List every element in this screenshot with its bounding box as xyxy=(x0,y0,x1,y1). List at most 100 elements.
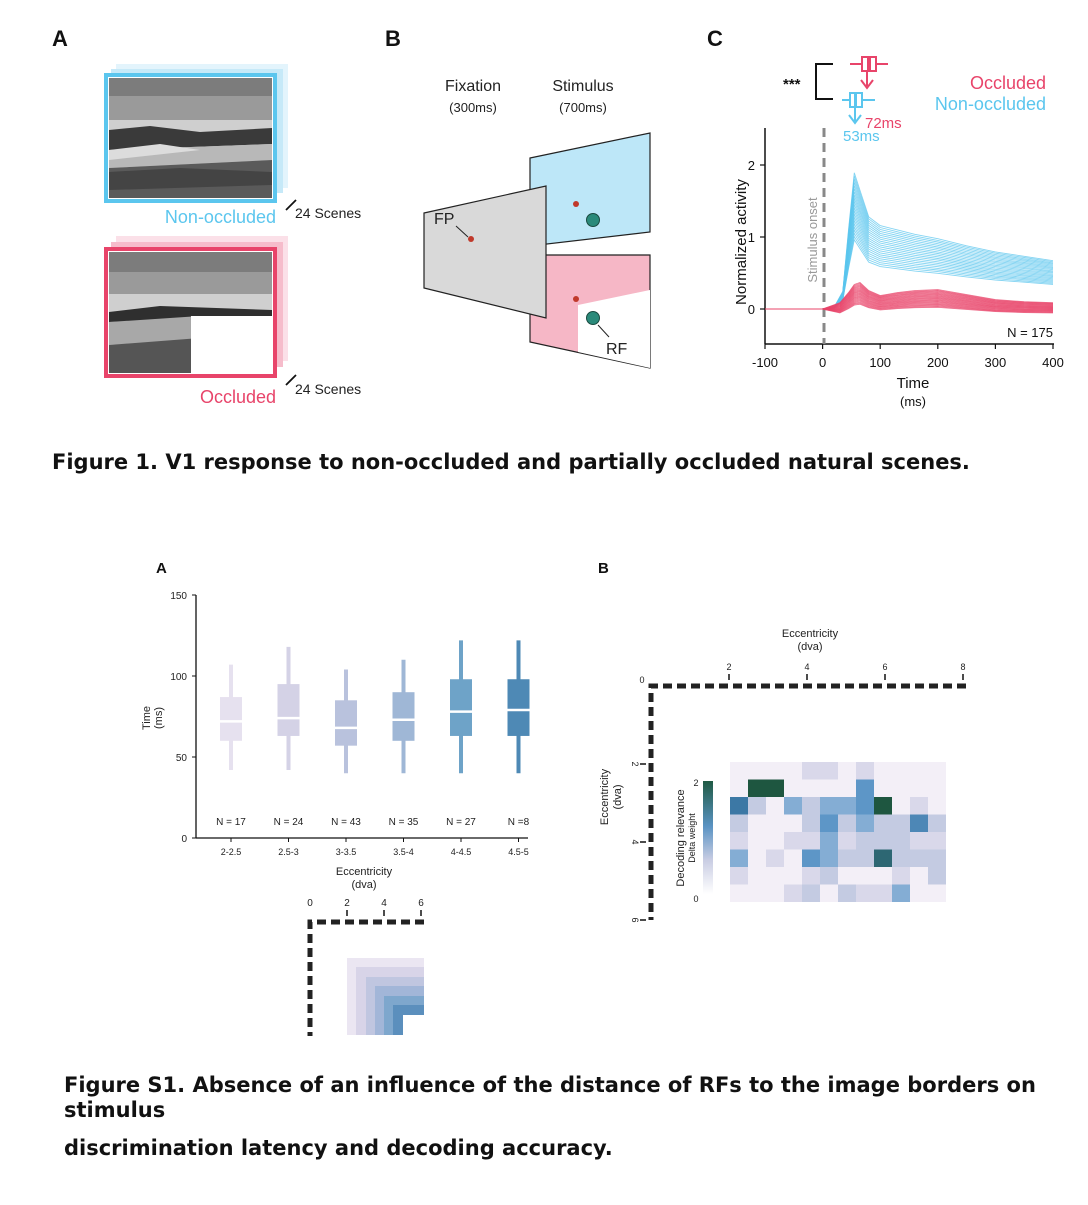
heatmap-cell xyxy=(856,814,874,832)
heatmap-cell xyxy=(928,762,946,780)
fig1-panel-c: C *** 72ms 53ms Occluded Non-occluded -1… xyxy=(707,26,1064,409)
occluded-stack: Occluded 24 Scenes xyxy=(104,236,361,407)
rf-dot xyxy=(586,311,600,325)
scenes-label-2: 24 Scenes xyxy=(295,381,361,397)
heatmap-cell xyxy=(892,779,910,797)
c-xlabel: Time xyxy=(897,375,930,392)
figS1-panel-a-label: A xyxy=(156,560,167,577)
heatmap-cell xyxy=(910,867,928,885)
fixation-point-dot xyxy=(573,296,579,302)
box-n-label: N =8 xyxy=(508,817,530,828)
heatmap-cell xyxy=(820,779,838,797)
heatmap-cell xyxy=(748,762,766,780)
heatmap-cell xyxy=(838,797,856,815)
c-series-lines xyxy=(765,172,1054,314)
s1a-y-tick-label: 0 xyxy=(181,834,187,845)
fixation-point-dot xyxy=(468,236,474,242)
trace-occluded xyxy=(765,293,1054,310)
heatmap-cell xyxy=(874,849,892,867)
fixation-screen xyxy=(423,185,547,319)
heatmap-cell xyxy=(856,867,874,885)
heatmap-cell xyxy=(874,814,892,832)
heatmap-cell xyxy=(802,832,820,850)
box-n-label: N = 27 xyxy=(446,817,476,828)
box-n-label: N = 43 xyxy=(331,817,361,828)
heatmap-cell xyxy=(874,884,892,902)
c-x-tick-label: -100 xyxy=(752,355,778,370)
heatmap-cell xyxy=(766,814,784,832)
c-x-tick-label: 300 xyxy=(985,355,1007,370)
colorbar-label: Decoding relevance xyxy=(675,789,687,886)
heatmap-cell xyxy=(766,867,784,885)
box-body xyxy=(220,697,242,741)
box-n-label: N = 24 xyxy=(274,817,304,828)
heatmap-cell xyxy=(838,867,856,885)
figureS1-caption-line2: discrimination latency and decoding accu… xyxy=(64,1136,613,1160)
heatmap-cell xyxy=(892,797,910,815)
heatmap-cell xyxy=(820,867,838,885)
heatmap-cell xyxy=(730,814,748,832)
fig1-panel-b: B Fixation (300ms) Stimulus (700ms) RF F… xyxy=(385,26,651,369)
heatmap-cell xyxy=(874,867,892,885)
stimulus-occluder xyxy=(578,290,650,368)
heatmap-cell xyxy=(910,849,928,867)
heatmap-cell xyxy=(730,797,748,815)
trace-occluded xyxy=(765,297,1054,311)
s1a-x-tick-label: 3.5-4 xyxy=(393,847,414,857)
c-y-ticks: 012 xyxy=(748,158,765,317)
colorbar-sublabel: Delta weight xyxy=(687,813,697,863)
figureS1-caption-line1: Figure S1. Absence of an influence of th… xyxy=(64,1073,1036,1123)
heatmap-cell xyxy=(928,884,946,902)
occluder xyxy=(191,316,272,373)
scenes-tick-1 xyxy=(285,199,297,211)
trace-occluded xyxy=(765,303,1054,314)
colorbar xyxy=(703,781,713,894)
stimulus-title: Stimulus xyxy=(552,78,613,95)
heatmap-cell xyxy=(820,797,838,815)
heatmap-cell xyxy=(730,849,748,867)
s1a-y-tick-label: 50 xyxy=(176,753,188,764)
heatmap-cell xyxy=(820,762,838,780)
box-body xyxy=(277,684,300,736)
s1b-ylabel: Eccentricity xyxy=(599,768,611,825)
heatmap-cell xyxy=(766,884,784,902)
eccentricity-inset: 0 2 4 6 xyxy=(307,898,424,1036)
s1b-x-tick-label: 4 xyxy=(804,662,809,672)
s1a-x-tick-label: 4.5-5 xyxy=(508,847,529,857)
nonoccluded-latency-marker xyxy=(842,92,875,125)
heatmap-cell xyxy=(748,867,766,885)
heatmap-cell xyxy=(910,797,928,815)
s1b-xlabel: Eccentricity xyxy=(782,628,839,640)
s1b-yunit: (dva) xyxy=(612,784,624,809)
heatmap-cell xyxy=(766,797,784,815)
c-ylabel: Normalized activity xyxy=(733,179,750,305)
c-xunit: (ms) xyxy=(900,394,926,409)
heatmap-cell xyxy=(748,779,766,797)
trace-occluded xyxy=(765,302,1054,313)
heatmap-cell xyxy=(802,779,820,797)
heatmap-cell xyxy=(892,814,910,832)
heatmap-cell xyxy=(802,762,820,780)
trace-occluded xyxy=(765,300,1054,312)
heatmap-cell xyxy=(856,884,874,902)
heatmap-cell xyxy=(748,884,766,902)
heatmap-cell xyxy=(892,762,910,780)
heatmap-cell xyxy=(748,832,766,850)
heatmap-cell xyxy=(856,832,874,850)
fig1-panel-b-label: B xyxy=(385,26,401,51)
heatmap-cell xyxy=(928,849,946,867)
legend-nonoccluded: Non-occluded xyxy=(935,94,1046,114)
heatmap-cell xyxy=(766,832,784,850)
heatmap-cell xyxy=(928,867,946,885)
heatmap-cell xyxy=(928,779,946,797)
fp-label: FP xyxy=(434,211,454,228)
heatmap-cell xyxy=(748,797,766,815)
trace-occluded xyxy=(765,301,1054,313)
heatmap-cell xyxy=(784,797,802,815)
heatmap-cell xyxy=(784,849,802,867)
c-y-tick-label: 2 xyxy=(748,158,755,173)
heatmap-cell xyxy=(856,762,874,780)
nonoccluded-stack: Non-occluded 24 Scenes xyxy=(104,64,361,227)
